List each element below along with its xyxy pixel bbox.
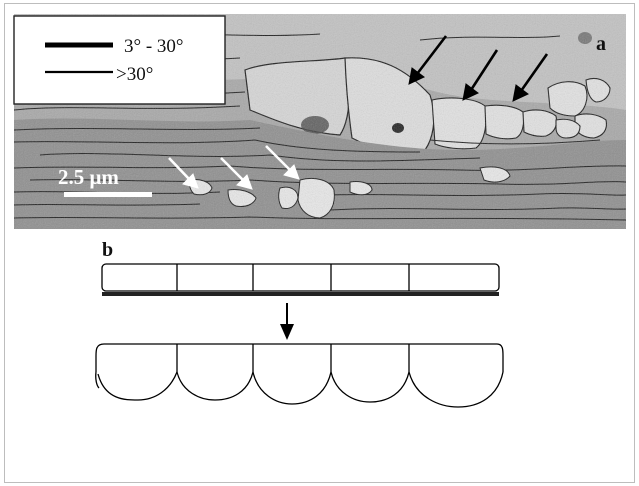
legend-label-high-angle: >30° (116, 64, 153, 85)
scale-bar-label: 2.5 μm (58, 165, 119, 189)
bulged-grain-row (96, 344, 503, 407)
legend-label-low-angle: 3° - 30° (124, 36, 184, 57)
scale-bar-line (64, 192, 152, 197)
initial-subgrain-strip (102, 264, 499, 291)
schematic-panel-b: b (96, 239, 503, 407)
panel-label-b: b (102, 239, 113, 261)
transformation-arrow (280, 303, 294, 340)
legend: 3° - 30° >30° (14, 16, 225, 104)
panel-label-a: a (596, 33, 606, 55)
